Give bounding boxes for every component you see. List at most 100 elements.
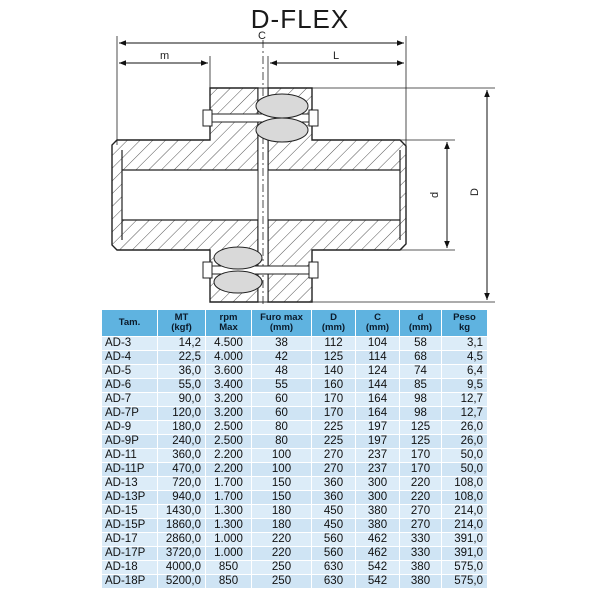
table-cell: 3.600 bbox=[205, 364, 252, 379]
table-cell: AD-13P bbox=[101, 490, 158, 505]
table-cell: 140 bbox=[311, 364, 356, 379]
table-cell: 80 bbox=[251, 434, 312, 449]
table-cell: 100 bbox=[251, 462, 312, 477]
table-cell: 575,0 bbox=[441, 574, 488, 589]
table-cell: AD-15 bbox=[101, 504, 158, 519]
table-cell: 74 bbox=[399, 364, 442, 379]
table-cell: 2.500 bbox=[205, 434, 252, 449]
table-cell: AD-17P bbox=[101, 546, 158, 561]
table-cell: 220 bbox=[251, 546, 312, 561]
header-mt: MT(kgf) bbox=[157, 309, 206, 337]
table-cell: 22,5 bbox=[157, 350, 206, 365]
table-cell: 300 bbox=[355, 490, 400, 505]
table-cell: 197 bbox=[355, 420, 400, 435]
bottom-bolt bbox=[202, 246, 319, 294]
table-cell: 1.000 bbox=[205, 532, 252, 547]
table-cell: 270 bbox=[399, 518, 442, 533]
table-cell: AD-5 bbox=[101, 364, 158, 379]
table-cell: 55,0 bbox=[157, 378, 206, 393]
table-cell: 250 bbox=[251, 560, 312, 575]
table-cell: AD-18 bbox=[101, 560, 158, 575]
table-cell: 220 bbox=[399, 490, 442, 505]
table-cell: AD-13 bbox=[101, 476, 158, 491]
table-cell: AD-18P bbox=[101, 574, 158, 589]
table-cell: 3.200 bbox=[205, 406, 252, 421]
table-cell: 26,0 bbox=[441, 420, 488, 435]
table-cell: AD-7P bbox=[101, 406, 158, 421]
table-cell: 50,0 bbox=[441, 448, 488, 463]
table-cell: 240,0 bbox=[157, 434, 206, 449]
table-cell: 2860,0 bbox=[157, 532, 206, 547]
table-cell: 560 bbox=[311, 532, 356, 547]
table-cell: 125 bbox=[399, 434, 442, 449]
table-cell: 542 bbox=[355, 560, 400, 575]
dim-d-large-label: D bbox=[469, 188, 481, 196]
dim-d-small-label: d bbox=[429, 192, 441, 198]
table-cell: 214,0 bbox=[441, 504, 488, 519]
table-cell: 850 bbox=[205, 560, 252, 575]
table-cell: 300 bbox=[355, 476, 400, 491]
table-cell: 450 bbox=[311, 518, 356, 533]
table-cell: 850 bbox=[205, 574, 252, 589]
table-cell: 225 bbox=[311, 434, 356, 449]
coupling-technical-drawing: C m L d D bbox=[111, 30, 495, 305]
header-furo-max: Furo max(mm) bbox=[251, 309, 312, 337]
table-cell: 125 bbox=[399, 420, 442, 435]
table-cell: 5200,0 bbox=[157, 574, 206, 589]
table-cell: 108,0 bbox=[441, 476, 488, 491]
table-cell: 90,0 bbox=[157, 392, 206, 407]
table-cell: 100 bbox=[251, 448, 312, 463]
table-cell: AD-9 bbox=[101, 420, 158, 435]
table-cell: 270 bbox=[311, 462, 356, 477]
table-cell: 220 bbox=[399, 476, 442, 491]
table-cell: 3720,0 bbox=[157, 546, 206, 561]
table-cell: AD-17 bbox=[101, 532, 158, 547]
table-cell: 14,2 bbox=[157, 336, 206, 351]
table-cell: AD-6 bbox=[101, 378, 158, 393]
table-cell: 2.500 bbox=[205, 420, 252, 435]
table-cell: 270 bbox=[311, 448, 356, 463]
table-cell: 360,0 bbox=[157, 448, 206, 463]
page-title: D-FLEX bbox=[250, 4, 350, 34]
table-cell: 55 bbox=[251, 378, 312, 393]
table-cell: AD-3 bbox=[101, 336, 158, 351]
table-cell: 237 bbox=[355, 448, 400, 463]
table-cell: 170 bbox=[399, 462, 442, 477]
table-cell: 180 bbox=[251, 504, 312, 519]
table-cell: 60 bbox=[251, 392, 312, 407]
table-cell: 164 bbox=[355, 392, 400, 407]
table-cell: 98 bbox=[399, 392, 442, 407]
table-cell: 4.500 bbox=[205, 336, 252, 351]
table-cell: 462 bbox=[355, 532, 400, 547]
table-cell: 42 bbox=[251, 350, 312, 365]
table-cell: 180 bbox=[251, 518, 312, 533]
table-cell: 214,0 bbox=[441, 518, 488, 533]
table-cell: 391,0 bbox=[441, 532, 488, 547]
table-cell: 575,0 bbox=[441, 560, 488, 575]
table-cell: 380 bbox=[355, 504, 400, 519]
table-cell: 462 bbox=[355, 546, 400, 561]
table-cell: 197 bbox=[355, 434, 400, 449]
table-cell: 1.700 bbox=[205, 490, 252, 505]
dim-m-label: m bbox=[160, 50, 169, 62]
table-cell: 170 bbox=[311, 392, 356, 407]
table-cell: 170 bbox=[311, 406, 356, 421]
table-cell: 124 bbox=[355, 364, 400, 379]
table-cell: 50,0 bbox=[441, 462, 488, 477]
table-cell: 112 bbox=[311, 336, 356, 351]
table-cell: 114 bbox=[355, 350, 400, 365]
top-bolt bbox=[202, 93, 319, 143]
